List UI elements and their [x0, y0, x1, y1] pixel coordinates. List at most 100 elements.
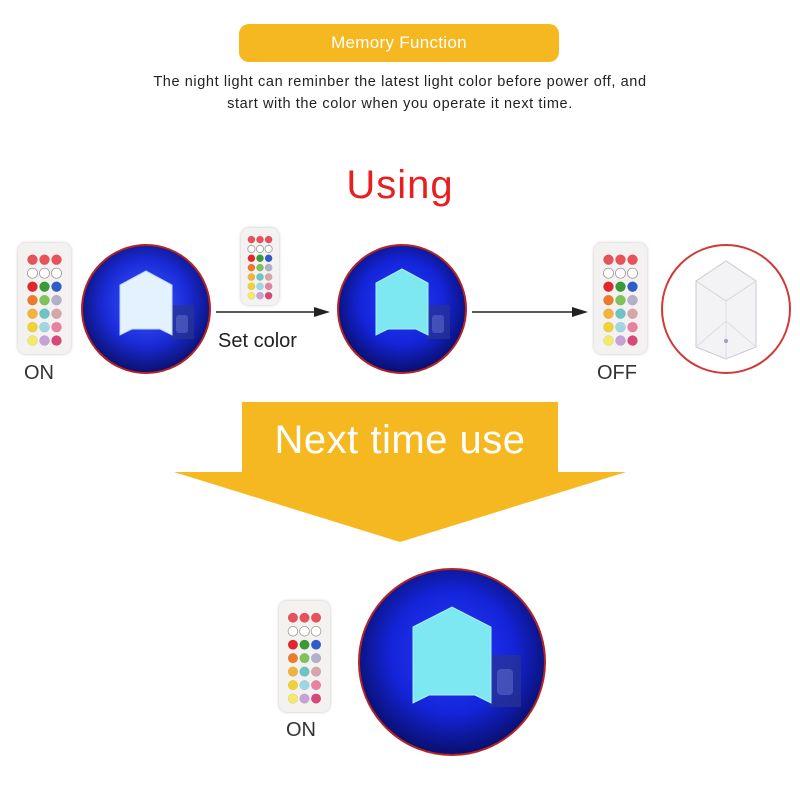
remote-button: [39, 335, 50, 346]
next-time-arrow-banner: [174, 402, 626, 542]
remote-button: [287, 625, 299, 637]
remote-button: [247, 244, 256, 253]
remote-button: [287, 639, 299, 650]
remote-button: [51, 335, 62, 346]
next-time-use-title: Next time use: [274, 418, 526, 462]
remote-button: [39, 254, 50, 266]
remote-buttons-graphic-off: [603, 254, 638, 346]
remote-button: [603, 308, 614, 319]
remote-button: [615, 308, 626, 319]
remote-button: [603, 281, 614, 292]
arrow-right-icon-2: [472, 304, 588, 320]
remote-button: [39, 321, 50, 333]
remote-button: [27, 294, 38, 306]
remote-control-on: [18, 243, 71, 354]
remote-button: [27, 308, 38, 319]
remote-button: [603, 294, 614, 306]
remote-button: [39, 267, 50, 279]
remote-button: [39, 281, 50, 292]
remote-control-next-on: [279, 601, 330, 712]
remote-button: [255, 244, 265, 253]
remote-button: [39, 308, 50, 319]
remote-button: [287, 612, 299, 623]
remote-button: [287, 693, 299, 704]
remote-button: [51, 308, 62, 319]
remote-button: [299, 639, 310, 650]
remote-buttons-graphic-next: [287, 612, 322, 704]
remote-button: [27, 321, 38, 333]
remote-button: [247, 263, 256, 272]
remote-button: [310, 639, 322, 650]
night-light-off-photo: [660, 243, 792, 375]
banner-title: Memory Function: [331, 33, 467, 52]
remote-button: [256, 254, 264, 263]
remote-button: [615, 335, 626, 346]
remote-button: [627, 254, 638, 266]
remote-button: [51, 267, 62, 279]
remote-button: [256, 263, 264, 272]
remote-button: [27, 335, 38, 346]
remote-button: [256, 282, 264, 291]
remote-control-off: [594, 243, 647, 354]
remote-button: [299, 680, 310, 691]
night-light-next-time-photo: [357, 567, 547, 757]
set-color-label: Set color: [218, 330, 297, 352]
remote-button: [615, 321, 626, 333]
next-on-label: ON: [286, 719, 316, 741]
remote-button: [627, 281, 638, 292]
remote-buttons-graphic: [27, 254, 62, 346]
remote-button: [264, 254, 273, 263]
using-title: Using: [346, 163, 454, 207]
remote-button: [51, 294, 62, 306]
remote-button: [615, 294, 626, 306]
remote-button: [264, 263, 273, 272]
remote-button: [264, 244, 273, 253]
remote-button: [287, 680, 299, 691]
remote-buttons-graphic-small: [247, 235, 273, 300]
remote-button: [27, 267, 38, 279]
remote-button: [627, 294, 638, 306]
remote-button: [299, 625, 310, 637]
remote-button: [256, 273, 264, 281]
remote-button: [51, 281, 62, 292]
remote-button: [256, 235, 264, 244]
remote-button: [310, 693, 322, 704]
remote-button: [264, 235, 273, 244]
remote-button: [247, 235, 256, 244]
on-label: ON: [24, 362, 54, 384]
remote-button: [627, 267, 638, 279]
remote-button: [247, 273, 256, 281]
remote-button: [310, 653, 322, 664]
remote-button: [264, 273, 273, 281]
off-label: OFF: [597, 362, 637, 384]
remote-button: [603, 267, 614, 279]
remote-button: [299, 693, 310, 704]
description-line-1: The night light can reminber the latest …: [153, 74, 647, 90]
remote-control-small: [241, 228, 279, 305]
remote-button: [310, 612, 322, 623]
remote-button: [264, 291, 273, 300]
remote-button: [627, 321, 638, 333]
remote-button: [256, 291, 264, 300]
remote-button: [39, 294, 50, 306]
remote-button: [27, 254, 38, 266]
remote-button: [51, 321, 62, 333]
remote-button: [247, 291, 256, 300]
remote-button: [615, 281, 626, 292]
night-light-on-photo: [80, 243, 212, 375]
remote-button: [310, 680, 322, 691]
remote-button: [287, 653, 299, 664]
remote-button: [310, 666, 322, 677]
remote-button: [299, 653, 310, 664]
remote-button: [603, 321, 614, 333]
remote-button: [51, 254, 62, 266]
remote-button: [27, 281, 38, 292]
remote-button: [603, 254, 614, 266]
remote-button: [627, 335, 638, 346]
remote-button: [615, 267, 626, 279]
description-line-2: start with the color when you operate it…: [227, 96, 573, 112]
remote-button: [603, 335, 614, 346]
memory-function-banner: Memory Function: [239, 24, 559, 62]
remote-button: [247, 282, 256, 291]
night-light-set-color-photo: [336, 243, 468, 375]
